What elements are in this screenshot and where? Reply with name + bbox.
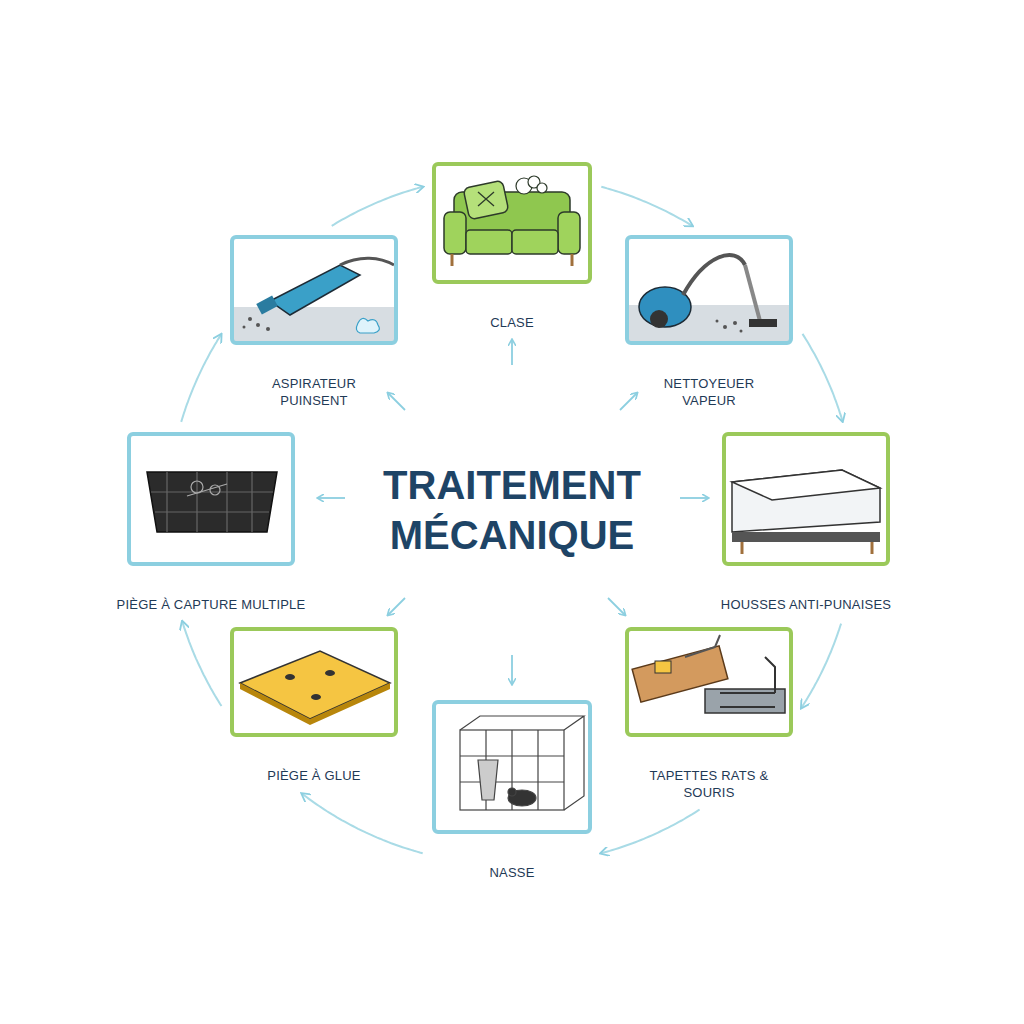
- cycle-arrow: [601, 187, 692, 226]
- cycle-arrow: [302, 794, 423, 854]
- vacuum-icon: [629, 255, 789, 341]
- center-arrows: [318, 340, 708, 684]
- icon-frame: [625, 235, 793, 345]
- tool-label: PIÈGE À GLUE: [267, 767, 360, 784]
- glue-trap-icon: [240, 651, 390, 725]
- icon-frame: [722, 432, 890, 566]
- tool-card: CLASE: [432, 162, 592, 331]
- tool-label: ASPIRATEUR PUINSENT: [244, 375, 384, 409]
- snap-trap-icon: [632, 635, 785, 713]
- icon-frame: [230, 627, 398, 737]
- cycle-arrow: [601, 810, 700, 854]
- diagram-title: TRAITEMENT MÉCANIQUE: [362, 460, 662, 560]
- tool-label: TAPETTES RATS & SOURIS: [639, 767, 779, 801]
- icon-frame: [432, 162, 592, 284]
- icon-frame: [625, 627, 793, 737]
- tool-label: NASSE: [489, 864, 534, 881]
- cycle-arrow: [332, 187, 423, 226]
- tool-label: CLASE: [490, 314, 534, 331]
- sofa-icon: [444, 176, 580, 266]
- cycle-arrow: [803, 334, 843, 421]
- multi-trap-icon: [147, 472, 277, 532]
- tool-card: ASPIRATEUR PUINSENT: [230, 235, 398, 409]
- icon-frame: [230, 235, 398, 345]
- icon-frame: [432, 700, 592, 834]
- handheld-vacuum-icon: [234, 258, 394, 341]
- mattress-icon: [732, 470, 880, 554]
- cycle-arrow: [181, 335, 221, 422]
- cycle-arrow: [801, 624, 841, 708]
- icon-frame: [127, 432, 295, 566]
- tool-card: TAPETTES RATS & SOURIS: [625, 627, 793, 801]
- cycle-arrow: [182, 622, 221, 706]
- tool-label: NETTOYEUER VAPEUR: [639, 375, 779, 409]
- cage-icon: [460, 716, 584, 810]
- tool-card: PIÈGE À GLUE: [230, 627, 398, 784]
- tool-card: NASSE: [432, 700, 592, 881]
- tool-label: HOUSSES ANTI-PUNAISES: [721, 596, 891, 613]
- tool-card: NETTOYEUER VAPEUR: [625, 235, 793, 409]
- tool-label: PIÈGE À CAPTURE MULTIPLE: [117, 596, 306, 613]
- tool-card: PIÈGE À CAPTURE MULTIPLE: [117, 432, 306, 613]
- tool-card: HOUSSES ANTI-PUNAISES: [721, 432, 891, 613]
